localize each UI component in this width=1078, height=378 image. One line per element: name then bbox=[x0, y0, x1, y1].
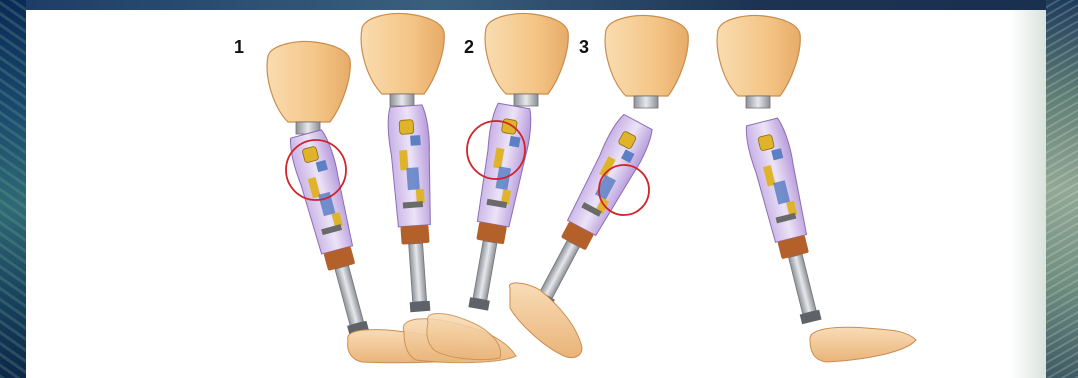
leg-5 bbox=[717, 16, 916, 362]
background-left-strip bbox=[0, 0, 26, 378]
background-top-strip bbox=[0, 0, 1078, 10]
illustration-panel: 1 2 3 bbox=[26, 10, 1046, 378]
background-right-strip bbox=[1046, 0, 1078, 378]
prosthetic-gait-sequence bbox=[26, 10, 1046, 378]
